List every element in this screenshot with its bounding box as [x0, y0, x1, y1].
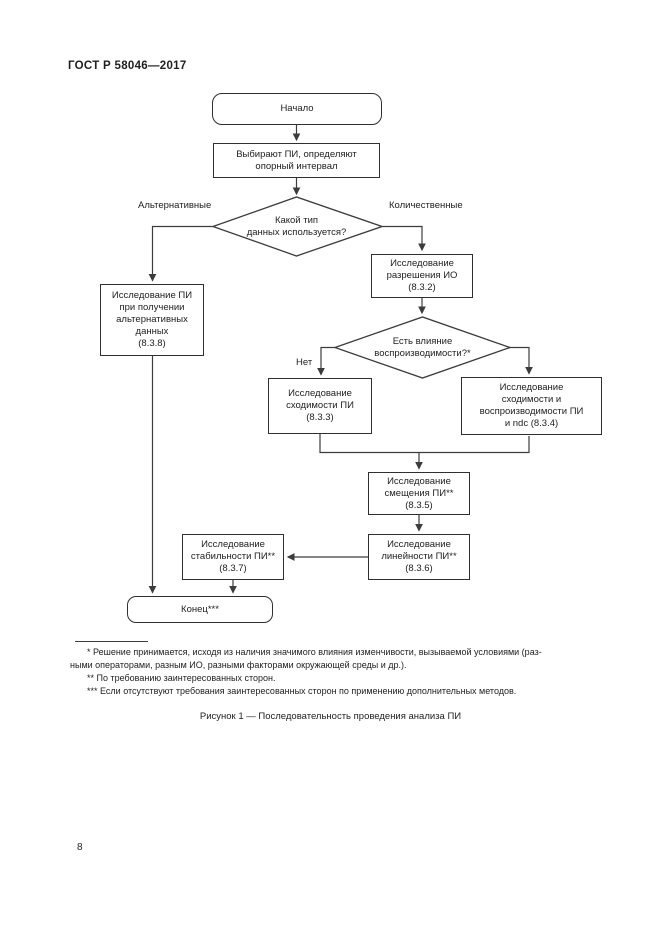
flowchart-box-8-3-2: Исследование разрешения ИО (8.3.2)	[371, 254, 473, 298]
footnote-divider	[75, 641, 148, 642]
footnote-1: * Решение принимается, исходя из наличия…	[70, 647, 542, 670]
box-8-3-5-label: Исследование смещения ПИ** (8.3.5)	[384, 475, 454, 511]
flowchart-end-node: Конец***	[127, 596, 273, 623]
branch-label-alternative: Альтернативные	[138, 200, 212, 211]
box-8-3-8-label: Исследование ПИ при получении альтернати…	[111, 290, 193, 349]
flowchart-box-8-3-6: Исследование линейности ПИ** (8.3.6)	[368, 534, 470, 580]
connector-decision2-to-box834	[509, 346, 533, 375]
connector-decision2-to-box833	[317, 346, 335, 376]
box-select-pi-label: Выбирают ПИ, определяют опорный интервал	[236, 148, 357, 172]
end-node-label: Конец***	[181, 603, 219, 615]
footnote-3: *** Если отсутствуют требования заинтере…	[87, 686, 517, 696]
flowchart-box-8-3-5: Исследование смещения ПИ** (8.3.5)	[368, 472, 470, 515]
branch-label-no: Нет	[296, 357, 313, 368]
footnotes-block: * Решение принимается, исходя из наличия…	[70, 646, 648, 698]
start-node-label: Начало	[280, 103, 314, 114]
box-8-3-2-label: Исследование разрешения ИО (8.3.2)	[386, 258, 458, 293]
flowchart-start-node: Начало	[212, 93, 382, 125]
document-header: ГОСТ Р 58046—2017	[68, 60, 187, 72]
decision-data-type-text: Какой тип данных используется?	[216, 213, 377, 240]
connector-decision1-to-box838	[148, 225, 213, 282]
decision-data-type-label: Какой тип данных используется?	[246, 214, 347, 238]
box-8-3-6-label: Исследование линейности ПИ** (8.3.6)	[381, 539, 457, 574]
box-8-3-7-label: Исследование стабильности ПИ** (8.3.7)	[190, 539, 276, 574]
flowchart-box-8-3-7: Исследование стабильности ПИ** (8.3.7)	[182, 534, 284, 580]
flowchart-box-8-3-4: Исследование сходимости и воспроизводимо…	[461, 377, 602, 435]
flowchart-box-8-3-3: Исследование сходимости ПИ (8.3.3)	[268, 378, 372, 434]
box-8-3-3-label: Исследование сходимости ПИ (8.3.3)	[286, 388, 354, 423]
decision-reproducibility-text: Есть влияние воспроизводимости?*	[342, 334, 503, 361]
connector-merge-line	[319, 434, 530, 454]
page-number: 8	[77, 842, 83, 853]
branch-label-quantitative: Количественные	[389, 200, 463, 211]
box-8-3-4-label: Исследование сходимости и воспроизводимо…	[479, 382, 584, 429]
flowchart-box-select-pi: Выбирают ПИ, определяют опорный интервал	[213, 143, 380, 178]
connector-decision1-to-box832	[382, 225, 426, 252]
figure-caption: Рисунок 1 — Последовательность проведени…	[199, 711, 462, 722]
flowchart-box-8-3-8: Исследование ПИ при получении альтернати…	[100, 284, 204, 356]
decision-reproducibility-label: Есть влияние воспроизводимости?*	[374, 335, 471, 359]
footnote-2: ** По требованию заинтересованных сторон…	[87, 673, 276, 683]
